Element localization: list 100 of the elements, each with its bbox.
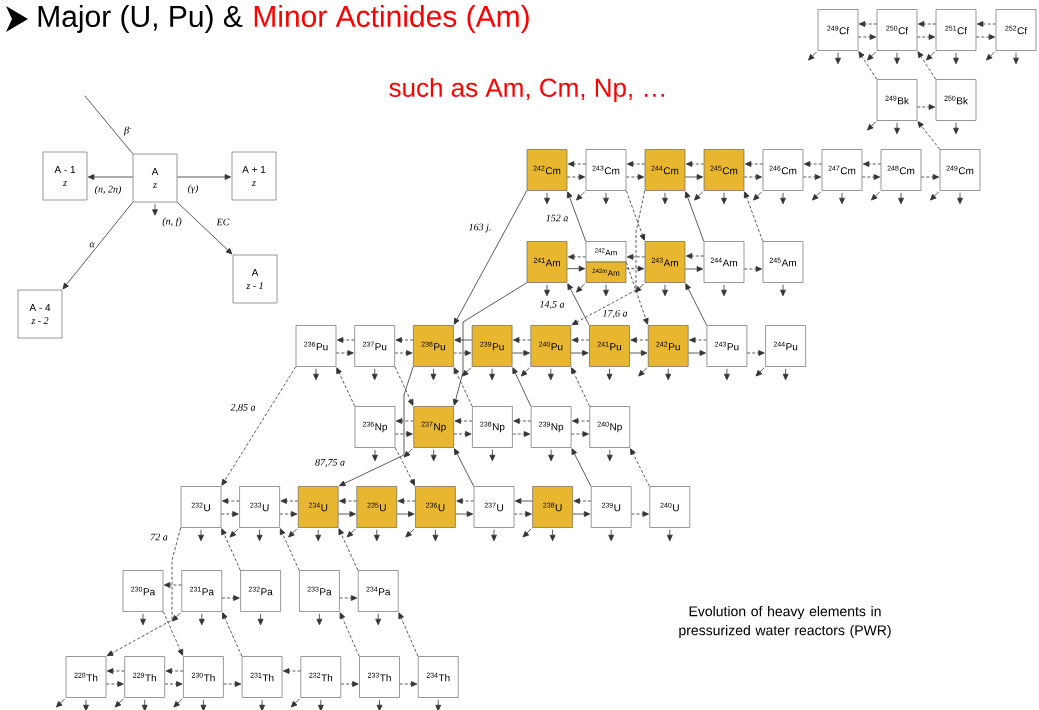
arrow [489, 449, 496, 462]
arrow [894, 52, 900, 65]
arrow [930, 191, 940, 201]
arrow [223, 681, 242, 687]
arrow [689, 337, 707, 343]
arrow [222, 612, 243, 657]
arrow [753, 191, 763, 201]
arrow [780, 192, 786, 205]
arrow [916, 104, 936, 110]
nuclide-box: $^{250}$Bk [935, 79, 977, 121]
arrow [279, 528, 300, 571]
arrow [176, 174, 232, 180]
reaction-box: A + 1 z [231, 151, 277, 201]
arrow [394, 366, 414, 406]
arrow [339, 612, 360, 657]
arrow [755, 367, 765, 377]
nuclide-box: $^{229}$Th [124, 656, 165, 698]
arrow [688, 350, 706, 356]
arrow [371, 368, 378, 381]
nuclide-box: $^{240}$Pu [530, 325, 572, 367]
arrow [685, 283, 707, 326]
arrow [454, 418, 473, 424]
arrow [395, 337, 414, 343]
arrow [435, 699, 442, 710]
arrow [549, 529, 556, 542]
arrow [339, 595, 358, 601]
nuclide-box: $^{242}$Cm [526, 149, 568, 191]
edge-label: (n, f) [161, 216, 183, 228]
arrow [141, 699, 148, 710]
arrow [399, 681, 418, 687]
arrow [548, 449, 554, 462]
nuclide-box: $^{230}$Th [183, 656, 224, 698]
arrow [916, 34, 936, 40]
nuclide-box: $^{246}$Cm [762, 149, 804, 191]
arrow [394, 447, 416, 486]
arrow [571, 367, 590, 407]
arrow [603, 284, 609, 297]
arrow [1013, 52, 1019, 65]
reaction-box: A - 4 z - 2 [17, 289, 63, 339]
reaction-box: A z [132, 153, 178, 203]
nuclide-box: $^{249}$Cm [939, 149, 981, 191]
nuclide-box: $^{238}$U [532, 486, 573, 528]
title: Major (U, Pu) & [38, 5, 243, 33]
arrow [403, 448, 413, 458]
arrow [288, 528, 298, 538]
arrow [812, 191, 822, 201]
edge-label: 14,5 a [538, 299, 566, 311]
arrow [743, 191, 764, 242]
arrow [684, 266, 704, 272]
nuclide-box: $^{239}$Pu [471, 325, 513, 367]
arrow [522, 528, 532, 538]
nuclide-box: $^{233}$Th [359, 656, 400, 698]
arrow [114, 698, 124, 708]
arrow [520, 367, 530, 377]
edge-label: 72 a [149, 532, 169, 542]
nuclide-box: $^{244}$Am [703, 241, 745, 283]
edge-label: β$^{-}$ [123, 125, 133, 137]
arrow [256, 529, 263, 542]
arrow [454, 337, 473, 343]
nuclide-box: $^{234}$Pa [357, 570, 399, 612]
reaction-box: A - 1 z [42, 151, 88, 201]
nuclide-box: $^{232}$Pa [240, 570, 281, 612]
arrow [105, 681, 124, 687]
nuclide-box: $^{243}$Am [644, 241, 686, 283]
edge-label: α [88, 241, 96, 249]
arrow [808, 51, 818, 61]
nuclide-box: $^{237}$Np [413, 406, 454, 448]
arrow [576, 283, 586, 293]
arrow [173, 698, 183, 708]
arrow [346, 528, 356, 538]
arrow [317, 699, 324, 710]
arrow [491, 529, 497, 542]
arrow [920, 174, 940, 180]
arrow [200, 699, 207, 710]
arrow [547, 368, 554, 381]
arrow [512, 350, 530, 356]
arrow [666, 529, 673, 542]
nuclide-box: $^{233}$U [239, 486, 280, 528]
edge-label: (γ) [186, 183, 200, 195]
arrow [571, 190, 646, 326]
nuclide-box: $^{232}$U [180, 486, 222, 528]
arrow [862, 161, 882, 167]
arrow [685, 161, 705, 167]
nuclide-box: $^{235}$U [356, 486, 398, 528]
arrow [953, 52, 959, 65]
arrow [603, 192, 609, 205]
arrow [566, 265, 586, 272]
subtitle: such as Am, Cm, Np, … [389, 77, 664, 103]
arrow [152, 203, 158, 216]
arrow [917, 21, 937, 27]
arrow [280, 498, 299, 504]
arrow [626, 254, 646, 260]
arrow [957, 192, 963, 205]
arrow [544, 192, 550, 205]
arrow [376, 699, 383, 710]
arrow [405, 528, 415, 538]
edge-label: EC [215, 217, 231, 227]
arrow [313, 368, 319, 381]
arrow [336, 367, 356, 407]
arrow [743, 266, 763, 272]
